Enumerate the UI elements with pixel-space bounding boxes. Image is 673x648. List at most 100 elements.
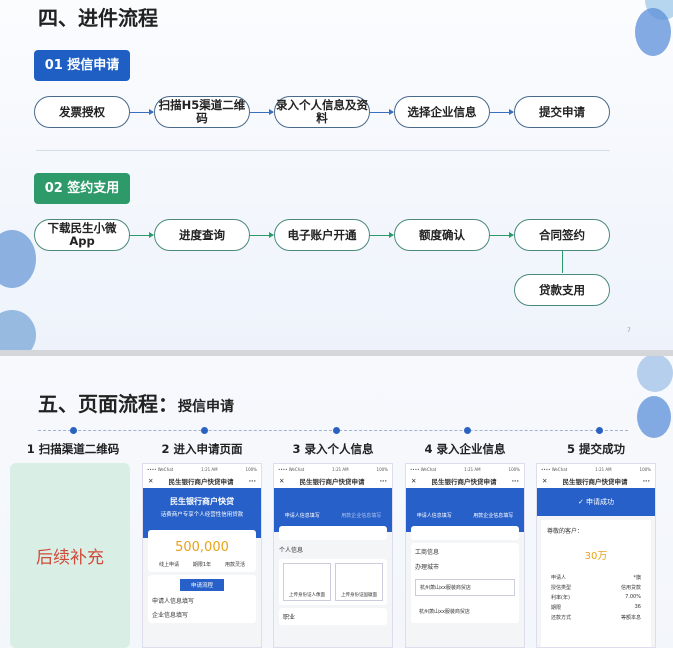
close-icon[interactable]: ✕ [542,477,548,485]
flow-step-branch: 贷款支用 [514,274,610,306]
flow-arrow [370,231,394,239]
close-icon[interactable]: ✕ [411,477,417,485]
row-label: 申请人 [551,575,567,581]
company-option[interactable]: 杭州萧山xx服装商贸店 [419,609,470,615]
more-icon[interactable]: ··· [248,477,256,485]
decor-circle [637,396,671,438]
row-value: 信用贷款 [620,585,641,591]
step-item: 申请人信息填写 [152,598,195,605]
check-circle-icon: ✓ [577,498,587,506]
progress-step: 申请人信息填写 [416,513,452,519]
upload-id-front[interactable]: 上传身份证人像面 [283,563,331,601]
section-heading: 工商信息 [415,549,440,556]
timeline-dot [596,427,603,434]
result-row: 申请人 *旗 [551,574,641,581]
flow-step: 进度查询 [154,219,250,251]
flow-arrow-down [562,251,564,273]
phone-title: 民生银行商户快贷申请 [431,478,497,486]
result-row: 利率(年) 7.00% [551,594,641,601]
decor-circle [0,230,36,288]
row-label: 利率(年) [551,595,570,601]
section-badge-signing: 02 签约支用 [34,173,130,204]
feature: 用款灵活 [225,562,246,568]
hero-subtitle: 话费商户专享个人经营性信用贷款 [160,512,244,518]
flow-arrow [130,108,154,116]
decor-circle [635,8,671,56]
section-heading: 个人信息 [279,547,304,554]
status-text: 申请成功 [586,498,615,506]
result-row: 还款方式 等额本息 [551,614,641,621]
slide-separator [0,350,673,356]
step-label: 3 录入个人信息 [292,442,374,456]
decor-circle [0,310,36,350]
flow-arrow [490,231,514,239]
company-option[interactable]: 杭州萧山xx服装商贸店 [415,579,515,596]
row-label: 期限 [551,605,562,611]
flow-step: 录入个人信息及资料 [274,96,370,128]
row-value: 36 [634,604,641,610]
slide-subtitle: 授信申请 [178,399,234,415]
phone-title: 民生银行商户快贷申请 [168,478,234,486]
timeline-dot [70,427,77,434]
flow-step: 选择企业信息 [394,96,490,128]
timeline-dot [333,427,340,434]
city-field[interactable]: 办理城市 [415,564,440,571]
upload-id-back[interactable]: 上传身份证国徽面 [335,563,383,601]
more-icon[interactable]: ··· [642,477,650,485]
row-label: 授信类型 [551,585,572,591]
flow-step: 额度确认 [394,219,490,251]
section-badge-credit: 01 授信申请 [34,50,130,81]
flow-step: 电子账户开通 [274,219,370,251]
apply-flow-button[interactable]: 申请流程 [180,579,224,591]
flow-step: 下载民生小微App [34,219,130,251]
step-item: 企业信息填写 [152,612,189,619]
more-icon[interactable]: ··· [379,477,387,485]
flow-step: 发票授权 [34,96,130,128]
loan-amount: 500,000 [175,540,229,555]
placeholder-panel: 后续补充 [10,463,130,648]
timeline-dot [464,427,471,434]
slide-title: 五、页面流程： [38,392,178,416]
row-label: 还款方式 [551,615,572,621]
feature: 期限1年 [192,562,212,568]
field-label: 职业 [283,614,296,621]
flow-step: 扫描H5渠道二维码 [154,96,250,128]
row-value: 等额本息 [620,615,641,621]
occupation-field[interactable]: 职业 [279,608,387,625]
close-icon[interactable]: ✕ [279,477,285,485]
result-table: 申请人 *旗授信类型 信用贷款利率(年) 7.00% 期限 36 还款方式 等额本息 [547,574,645,621]
step-label: 2 进入申请页面 [161,442,243,456]
page-number: 7 [627,327,631,334]
flow-arrow [250,108,274,116]
placeholder-text: 后续补充 [36,548,104,568]
flow-step: 提交申请 [514,96,610,128]
progress-step: 用款企业信息填写 [341,513,382,519]
phone-title: 民生银行商户快贷申请 [562,478,628,486]
hero-title: 民生银行商户快贷 [170,497,234,506]
result-row: 授信类型 信用贷款 [551,584,641,591]
flow-arrow [370,108,394,116]
progress-step: 申请人信息填写 [284,513,320,519]
row-value: *旗 [633,575,641,581]
timeline-dot [201,427,208,434]
progress-step: 用款企业信息填写 [473,513,514,519]
row-value: 7.00% [625,594,641,600]
phone-title: 民生银行商户快贷申请 [299,478,365,486]
close-icon[interactable]: ✕ [148,477,154,485]
approved-amount: 30万 [584,551,608,562]
greeting: 尊敬的客户： [547,528,584,535]
decor-circle [637,356,673,392]
step-label: 5 提交成功 [566,442,625,456]
step-label: 1 扫描渠道二维码 [26,442,120,456]
slide-title: 四、进件流程 [38,6,158,30]
more-icon[interactable]: ··· [511,477,519,485]
flow-arrow [490,108,514,116]
divider [36,150,610,151]
flow-step: 合同签约 [514,219,610,251]
slide-process-flow: 四、进件流程 01 授信申请 发票授权 扫描H5渠道二维码 录入个人信息及资料 … [0,0,673,350]
step-label: 4 录入企业信息 [424,442,506,456]
